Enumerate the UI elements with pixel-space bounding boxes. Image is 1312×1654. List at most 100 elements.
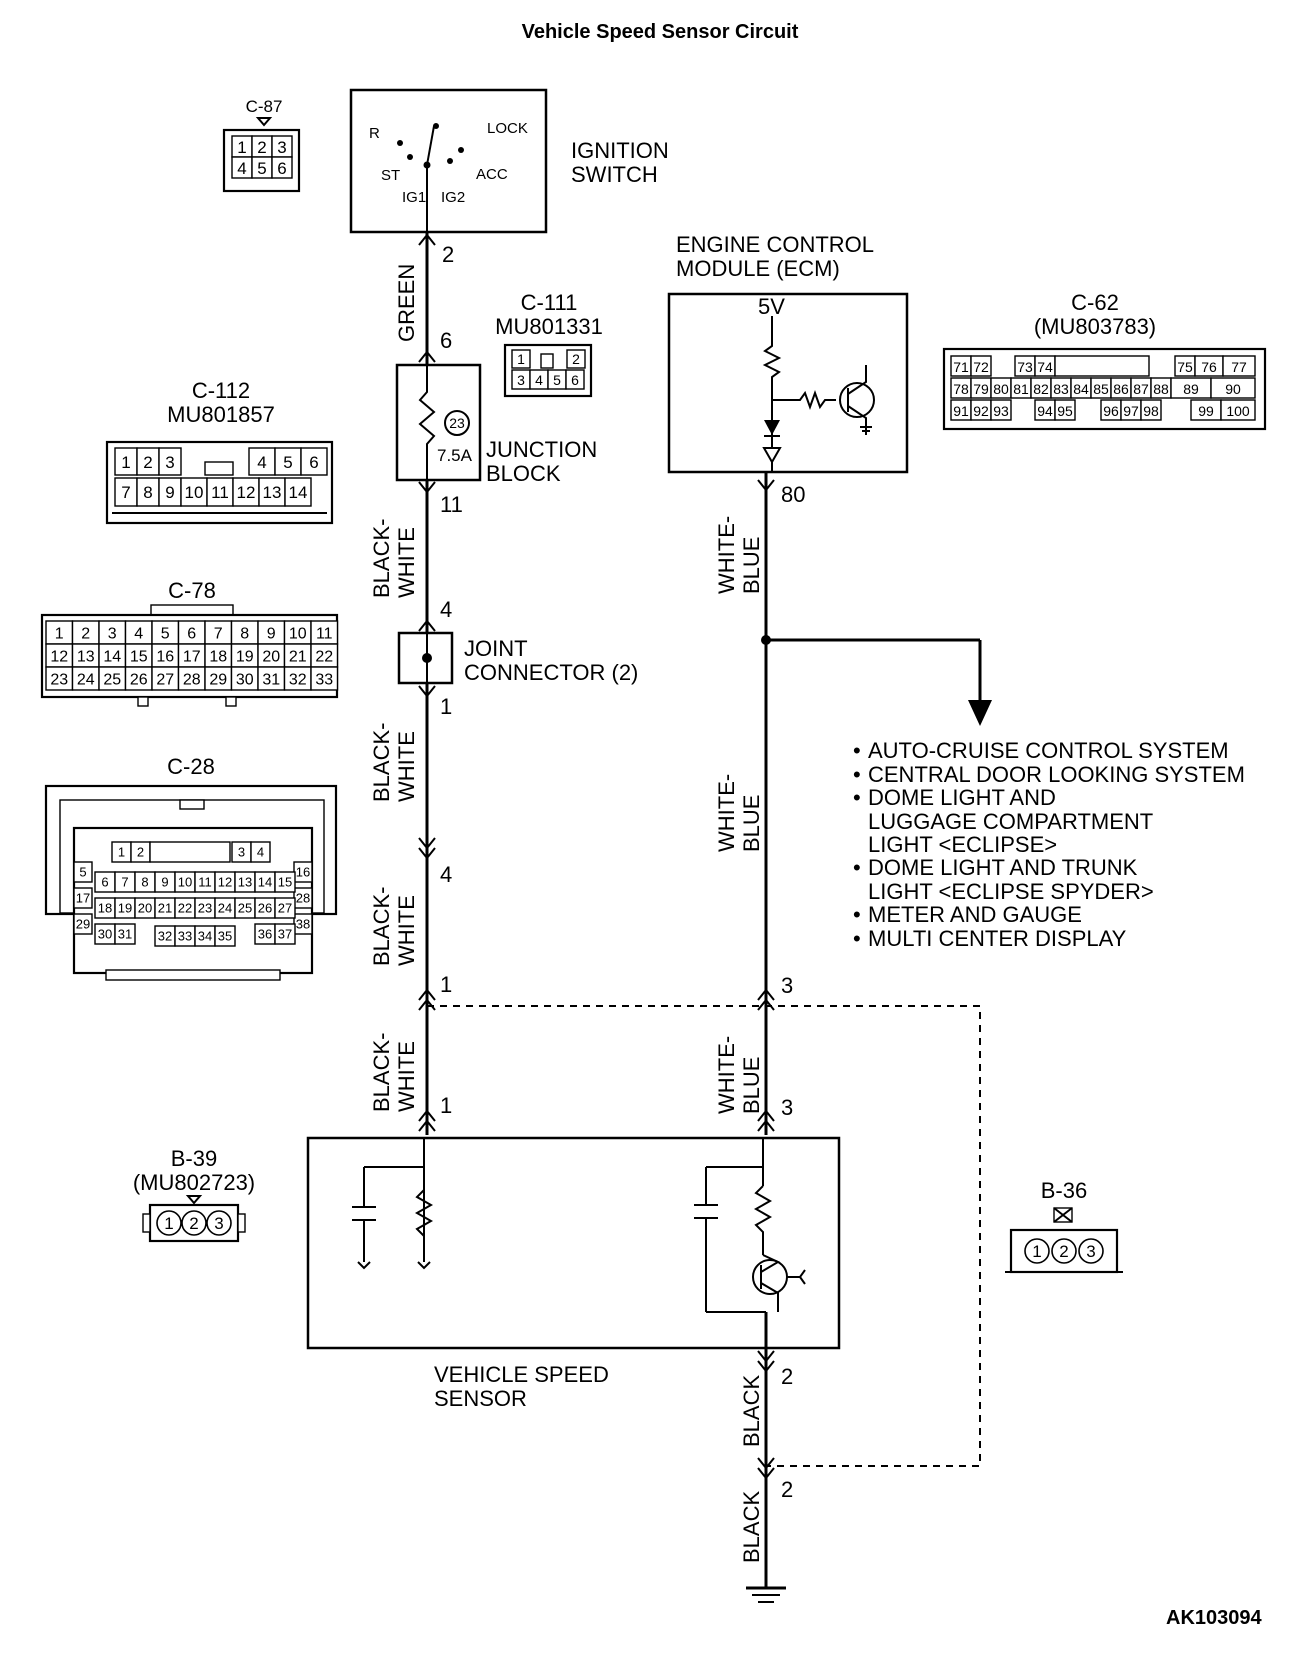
pin-sensor-left: 1 (440, 1093, 452, 1118)
pin-jb-out: 11 (440, 492, 463, 517)
wire-black-label-1: BLACK (739, 1375, 764, 1447)
c78-pin: 23 (50, 671, 68, 688)
ign-pos-lock: LOCK (487, 120, 528, 137)
fuse-rating: 7.5A (437, 446, 473, 465)
pin-gnd-conn: 2 (781, 1477, 793, 1502)
c78-pin: 10 (289, 625, 307, 642)
connector-c87: C-87 1 2 3 4 5 6 (222, 97, 301, 193)
c28-pin: 30 (98, 927, 112, 942)
wire-wb-label-2b: BLUE (739, 795, 764, 852)
c28-pin: 25 (238, 901, 252, 916)
c28-pin: 9 (161, 875, 168, 890)
ign-pos-acc: ACC (476, 166, 508, 183)
c87-name: C-87 (246, 97, 283, 116)
c28-pin: 38 (296, 917, 310, 932)
b39-name: B-39 (171, 1146, 217, 1171)
c112-pin: 10 (185, 483, 204, 502)
c112-pin: 11 (211, 483, 229, 502)
c78-pin: 12 (50, 648, 68, 665)
c78-pin: 26 (130, 671, 148, 688)
c28-pin: 1 (118, 845, 125, 860)
c78-pin: 3 (108, 625, 117, 642)
system-item: METER AND GAUGE (868, 902, 1082, 927)
c112-name: C-112 (192, 378, 250, 403)
c62-pin: 85 (1093, 381, 1109, 397)
c62-pin: 80 (993, 381, 1009, 397)
ign-pos-st: ST (381, 167, 400, 184)
c62-row3: 91 92 93 94 95 96 97 98 99 100 (950, 399, 1256, 421)
c78-pin: 20 (262, 648, 280, 665)
c62-pin: 72 (973, 359, 989, 375)
b39-part: (MU802723) (133, 1170, 255, 1195)
c62-pin: 96 (1103, 403, 1119, 419)
ecm-supply: 5V (758, 294, 785, 319)
c28-pin: 36 (258, 927, 272, 942)
ecm-label-1: ENGINE CONTROL (676, 232, 874, 257)
c78-pin: 19 (236, 648, 254, 665)
c62-name: C-62 (1071, 290, 1119, 315)
joint-connector-label-2: CONNECTOR (2) (464, 660, 638, 685)
c62-pin: 76 (1201, 359, 1217, 375)
c112-pin: 3 (165, 453, 174, 472)
c111-pin: 1 (517, 351, 525, 367)
c78-pin: 32 (289, 671, 307, 688)
pin-ign-out: 2 (442, 242, 454, 267)
c62-row1: 71 72 73 74 75 76 77 (950, 355, 1256, 377)
junction-block-label-1: JUNCTION (486, 437, 597, 462)
c62-pin: 89 (1183, 381, 1199, 397)
pin-ecm-out: 80 (781, 482, 805, 507)
system-item: DOME LIGHT AND (868, 785, 1056, 810)
pin-jc-out: 1 (440, 694, 452, 719)
c78-pin: 28 (183, 671, 201, 688)
c62-part: (MU803783) (1034, 314, 1156, 339)
systems-list: • AUTO-CRUISE CONTROL SYSTEM • CENTRAL D… (853, 738, 1245, 951)
c28-pin: 21 (158, 901, 172, 916)
ignition-switch: R LOCK ST ACC IG1 IG2 (349, 88, 548, 234)
c111-pin: 5 (553, 372, 561, 388)
c78-pin: 6 (187, 625, 196, 642)
c28-pin: 24 (218, 901, 232, 916)
c28-name: C-28 (167, 754, 215, 779)
c28-pin: 37 (278, 927, 292, 942)
c78-pin: 31 (262, 671, 280, 688)
b39-pin: 2 (189, 1214, 198, 1233)
c78-pin: 13 (77, 648, 95, 665)
c62-pin: 84 (1073, 381, 1089, 397)
c62-pin: 93 (993, 403, 1009, 419)
c87-pin: 5 (257, 159, 266, 178)
pin-conn-right: 3 (781, 973, 793, 998)
c28-pin: 20 (138, 901, 152, 916)
c78-pin: 16 (156, 648, 174, 665)
c78-pin: 29 (209, 671, 227, 688)
connector-c62: C-62 (MU803783) 71 72 73 74 75 76 77 (942, 290, 1267, 431)
system-item: LUGGAGE COMPARTMENT (868, 809, 1153, 834)
c62-pin: 98 (1143, 403, 1159, 419)
c112-pin: 12 (237, 483, 256, 502)
c28-pin: 23 (198, 901, 212, 916)
c62-pin: 91 (953, 403, 969, 419)
wire-wb-label-2a: WHITE- (714, 774, 739, 852)
c62-pin: 94 (1037, 403, 1053, 419)
c112-pin: 1 (121, 453, 130, 472)
c62-pin: 83 (1053, 381, 1069, 397)
ecm-label-2: MODULE (ECM) (676, 256, 840, 281)
c62-pin: 73 (1017, 359, 1033, 375)
c28-pin: 19 (118, 901, 132, 916)
c78-pin: 27 (156, 671, 174, 688)
c87-pin: 1 (237, 138, 246, 157)
c62-pin: 79 (973, 381, 989, 397)
wire-wb-label-1a: WHITE- (714, 516, 739, 594)
c28-pin: 16 (296, 865, 310, 880)
ground-symbol (746, 1586, 786, 1603)
c87-pin: 3 (277, 138, 286, 157)
c112-pin: 2 (143, 453, 152, 472)
pin-sensor-right: 3 (781, 1095, 793, 1120)
c28-pin: 35 (218, 929, 232, 944)
c78-pin: 2 (81, 625, 90, 642)
connector-b36: B-36 1 2 3 (1005, 1178, 1123, 1274)
pin-jb-in: 6 (440, 328, 452, 353)
pin-conn-left-bottom: 1 (440, 972, 452, 997)
b39-pin: 1 (164, 1214, 173, 1233)
